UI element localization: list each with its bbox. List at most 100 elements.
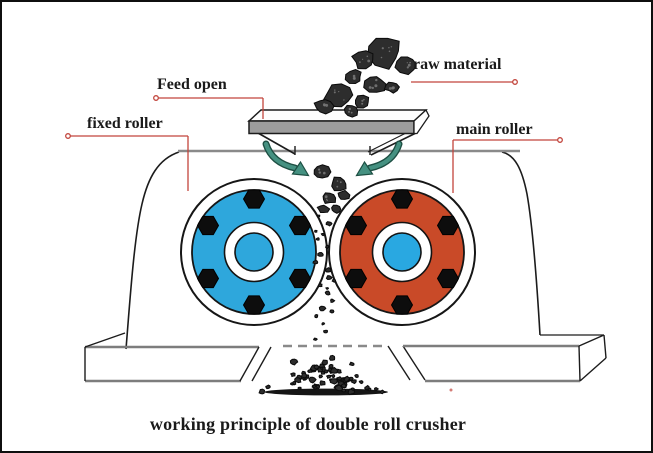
feed-hopper: [178, 108, 520, 156]
crushed-particle: [324, 267, 332, 273]
crushed-particle: [314, 313, 319, 319]
rock-speckle: [334, 89, 336, 91]
flow-arrow-left-shaft: [263, 141, 298, 171]
feed-open-label: Feed open: [157, 76, 227, 93]
raw-material-rocks: [313, 37, 417, 118]
main-roller-wheel: [328, 178, 476, 326]
flow-arrow-right-head: [355, 160, 374, 177]
rock-speckle: [318, 168, 321, 171]
rock-speckle: [318, 171, 321, 174]
diagram-caption: working principle of double roll crusher: [150, 414, 466, 434]
hex-bolt: [242, 295, 266, 315]
base-break-line: [239, 346, 260, 382]
crushed-particle: [330, 298, 336, 303]
crushed-particle: [300, 372, 308, 379]
fixed-roller-wheel: [180, 178, 328, 326]
crushed-particle: [329, 366, 339, 374]
feeding-rock: [322, 192, 337, 204]
rock-speckle: [336, 185, 339, 188]
base-left-back-corner: [84, 332, 126, 348]
hopper-plate-end: [413, 108, 430, 135]
rock-speckle: [348, 110, 350, 113]
rock-speckle: [333, 91, 336, 94]
pile-shadow: [264, 388, 388, 396]
hex-bolt: [288, 215, 312, 236]
rock-speckle: [361, 99, 364, 102]
hex-bolt: [196, 215, 220, 236]
crushed-particle: [343, 375, 351, 382]
crushed-particle: [367, 387, 372, 392]
crushed-particle: [265, 384, 271, 390]
base-end-front-edge: [578, 345, 581, 382]
flow-arrow-left: [262, 140, 310, 177]
main-roller-hub-center: [382, 232, 422, 272]
crushed-particle: [319, 380, 326, 386]
crushed-particle: [289, 358, 299, 366]
rock-speckle: [366, 55, 369, 58]
main-roller-bolts: [344, 189, 460, 315]
rock-speckle: [375, 78, 378, 82]
hex-bolt: [344, 268, 368, 289]
crushed-particle: [329, 309, 335, 314]
feeding-rock: [313, 164, 332, 179]
rock-speckle: [338, 91, 340, 93]
feeding-rocks: [313, 164, 351, 214]
crushed-particle: [325, 275, 333, 281]
rock-speckle: [350, 111, 353, 114]
hopper-plate-top: [247, 109, 428, 122]
crushed-particle: [331, 278, 337, 283]
rock-speckle: [352, 74, 356, 78]
callout-endpoint: [65, 133, 71, 139]
crusher-housing: [125, 151, 541, 350]
hex-bolt: [344, 215, 368, 236]
flow-arrow-left-head: [291, 160, 310, 177]
base-right-section: [387, 334, 607, 383]
crushed-particle: [289, 382, 294, 386]
crushed-particle: [316, 214, 321, 218]
crushed-particle: [318, 305, 327, 312]
feeding-rock: [316, 204, 331, 213]
hopper-right-wall: [370, 132, 417, 156]
red-dot-artifact: [449, 388, 453, 392]
rock-speckle: [325, 103, 329, 107]
crushed-particle: [320, 233, 326, 237]
crushed-particle: [328, 354, 336, 361]
raw-material-rock: [343, 104, 359, 118]
feeding-rock: [337, 189, 351, 200]
callout-endpoint: [512, 79, 518, 85]
base-end-bottom-edge: [579, 357, 607, 382]
fixed-roller-hub-center: [234, 232, 274, 272]
rock-speckle: [363, 98, 365, 101]
base-slab: [84, 332, 607, 383]
crushed-particle: [315, 384, 321, 390]
hopper-funnel-face: [258, 133, 416, 155]
base-break-line: [387, 345, 411, 381]
fixed-roller-label: fixed roller: [87, 115, 163, 132]
raw-material-rock: [394, 56, 417, 76]
callout-fixed-roller: fixed roller: [65, 115, 189, 191]
crushed-particle: [317, 251, 324, 257]
base-break-line: [251, 346, 272, 382]
hex-bolt: [436, 268, 460, 289]
crushed-particle: [289, 372, 296, 378]
hex-bolt: [390, 295, 414, 315]
crushed-particle: [311, 384, 317, 388]
crushed-particle: [350, 387, 356, 391]
rock-speckle: [407, 63, 411, 67]
rock-speckle: [323, 171, 326, 175]
rock-speckle: [352, 76, 356, 80]
crushed-particle: [325, 221, 333, 227]
rock-speckle: [388, 50, 391, 53]
feeding-rock: [331, 204, 342, 214]
crushed-particle: [321, 322, 326, 326]
crushed-particle: [294, 377, 302, 384]
callout-raw-material: raw material: [411, 56, 518, 85]
rock-speckle: [388, 47, 390, 49]
rock-speckle: [361, 102, 364, 105]
crushed-particle: [312, 259, 319, 265]
crushed-particle: [323, 368, 329, 374]
flow-arrow-right: [355, 140, 403, 177]
hopper-plate-front: [248, 120, 415, 135]
crushed-material-pile: [258, 354, 385, 396]
